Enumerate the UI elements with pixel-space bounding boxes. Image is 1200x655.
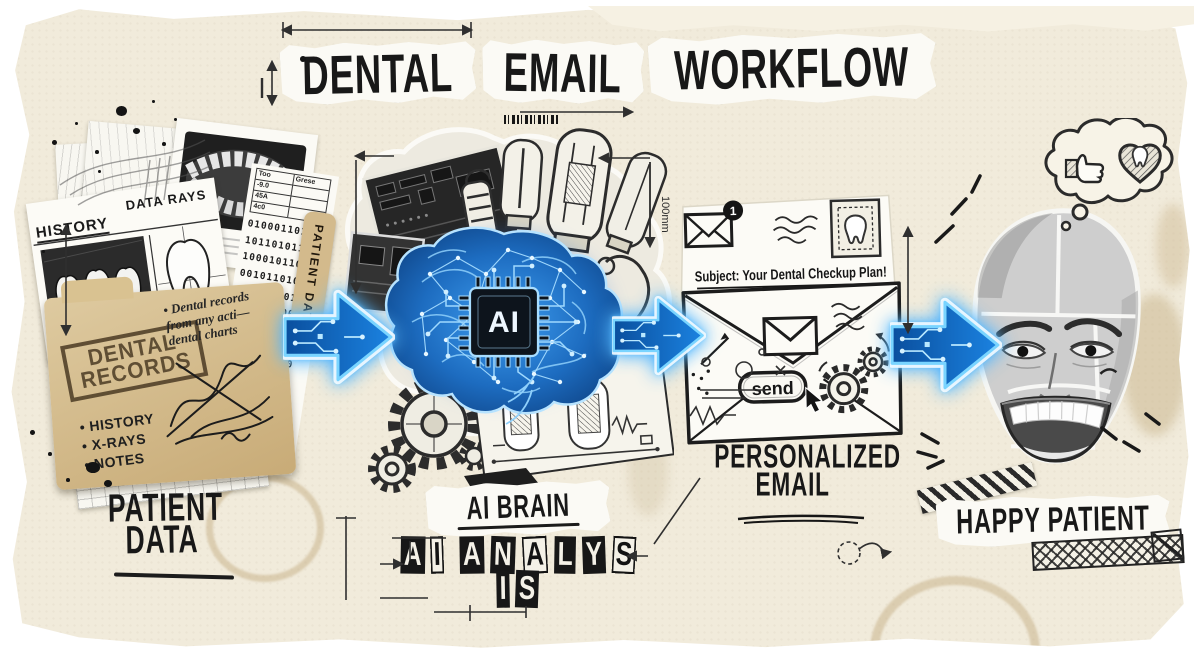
tooth-stamp-icon <box>844 214 867 245</box>
cursor-icon <box>805 386 824 414</box>
flow-arrow-3 <box>890 286 1002 404</box>
gears-icon <box>818 334 890 414</box>
personalized-email-label: PERSONALIZED EMAIL <box>688 438 901 503</box>
flow-arrow-1 <box>283 278 395 396</box>
personalized-email-illustration: 1 Subject: Your Dental Checkup Plan! <box>680 194 903 445</box>
ai-brain-illustration: AI <box>385 226 623 425</box>
patient-data-label: PATIENT DATA <box>91 485 232 563</box>
heart-tooth-icon <box>1118 143 1162 184</box>
happy-patient-label: HAPPY PATIENT <box>955 499 1151 542</box>
patient-label-line2: DATA <box>125 517 200 563</box>
notification-badge: 1 <box>730 204 737 218</box>
personalized-label-line1: PERSONALIZED <box>714 438 901 476</box>
title-scrap-workflow: WORKFLOW <box>647 31 936 106</box>
coffee-stain-ring <box>870 576 1040 648</box>
send-button: send <box>737 370 808 404</box>
flow-arrow-2 <box>612 286 706 385</box>
title-word-email: EMAIL <box>503 40 623 104</box>
title-word-workflow: WORKFLOW <box>673 36 911 102</box>
happy-patient-face <box>972 208 1141 464</box>
ai-chip: AI <box>458 276 550 368</box>
ai-brain-label: AI BRAIN <box>465 486 571 526</box>
paper-stain <box>1156 204 1190 288</box>
email-subject-text: Subject: Your Dental Checkup Plan! <box>695 265 887 286</box>
signature-scribble <box>166 354 274 445</box>
thought-bubble <box>1044 118 1174 232</box>
title-scrap-dental: DENTAL <box>279 40 476 106</box>
email-label-underline <box>737 514 865 524</box>
personalized-label-line2: EMAIL <box>755 465 831 503</box>
tape-end-square <box>1150 528 1185 563</box>
ai-chip-label: AI <box>488 306 520 339</box>
send-button-label: send <box>751 378 794 399</box>
dental-records-folder: DENTAL RECORDS • HISTORY • X-RAYS • NOTE… <box>43 281 297 491</box>
title-scrap-email: EMAIL <box>482 39 645 105</box>
data-rays-label: DATA RAYS <box>124 186 208 214</box>
title-word-dental: DENTAL <box>302 40 454 106</box>
barcode-doodle <box>504 115 560 124</box>
thumbs-up-icon <box>1064 153 1105 184</box>
